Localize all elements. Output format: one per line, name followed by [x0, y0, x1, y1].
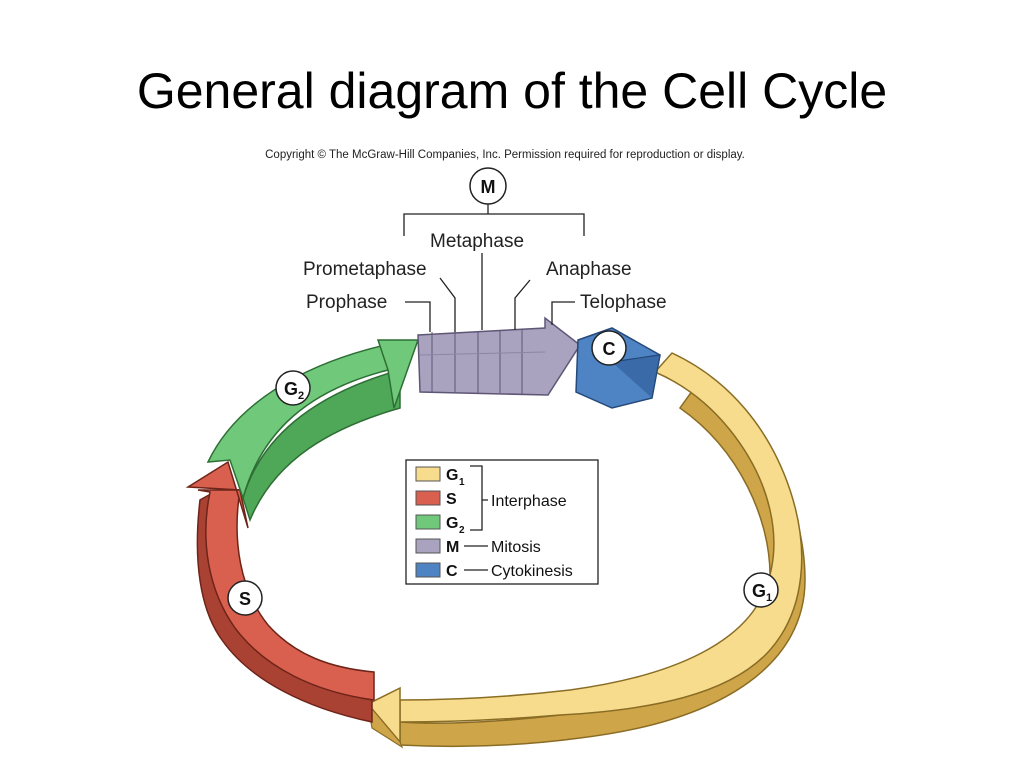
svg-text:2: 2 — [298, 390, 304, 402]
phase-label-metaphase: Metaphase — [430, 231, 524, 252]
svg-text:M: M — [481, 177, 496, 197]
copyright-notice: Copyright © The McGraw-Hill Companies, I… — [265, 149, 745, 161]
svg-text:M: M — [446, 539, 459, 556]
svg-text:G: G — [446, 467, 458, 484]
phase-label-anaphase: Anaphase — [546, 259, 632, 280]
legend-swatch-c — [415, 562, 441, 578]
phase-leader-lines — [405, 253, 575, 332]
svg-text:G: G — [284, 379, 298, 399]
svg-text:C: C — [603, 339, 616, 359]
legend-swatch-m — [415, 538, 441, 554]
legend-swatch-g1 — [415, 466, 441, 482]
mitosis-bracket — [403, 204, 585, 236]
svg-text:S: S — [239, 589, 251, 609]
phase-label-prophase: Prophase — [306, 292, 387, 313]
interphase-bracket — [470, 465, 488, 531]
svg-text:G: G — [446, 515, 458, 532]
legend-swatch-s — [415, 490, 441, 506]
legend-label-mitosis: Mitosis — [491, 539, 541, 556]
svg-text:G: G — [752, 581, 766, 601]
svg-text:1: 1 — [459, 477, 465, 488]
svg-text:2: 2 — [459, 525, 465, 536]
s-arrow — [185, 460, 375, 723]
m-arrow — [417, 316, 582, 396]
svg-text:C: C — [446, 563, 458, 580]
slide-title: General diagram of the Cell Cycle — [136, 63, 888, 119]
svg-text:S: S — [446, 491, 457, 508]
g2-badge: G 2 — [275, 370, 311, 406]
c-badge: C — [591, 330, 627, 366]
legend-label-interphase: Interphase — [491, 493, 567, 510]
legend: G 1 S G 2 M C Interphase Mitosis Cytokin… — [405, 459, 599, 585]
phase-label-telophase: Telophase — [580, 292, 667, 313]
legend-swatch-g2 — [415, 514, 441, 530]
g2-arrow — [206, 339, 420, 523]
phase-label-prometaphase: Prometaphase — [303, 259, 427, 280]
g1-badge: G 1 — [743, 572, 779, 608]
legend-label-cytokinesis: Cytokinesis — [491, 563, 573, 580]
m-badge: M — [469, 167, 507, 205]
s-badge: S — [227, 580, 263, 616]
svg-text:1: 1 — [766, 592, 772, 604]
